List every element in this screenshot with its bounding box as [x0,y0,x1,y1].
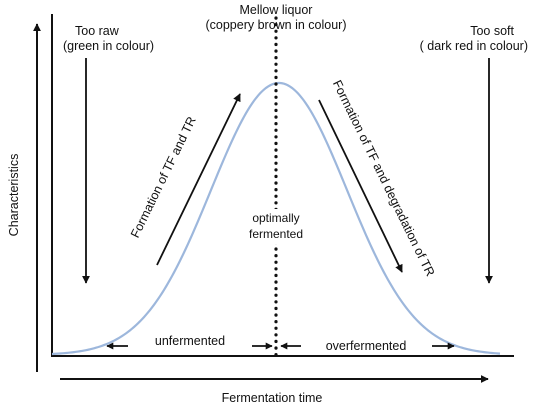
too-soft-label: Too soft [470,24,514,38]
rising-arrow [156,93,241,266]
rising-label: Formation of TF and TR [128,114,199,240]
optimally-label: optimally [252,211,299,225]
too-soft-colour-label: ( dark red in colour) [420,39,528,53]
too-raw-label: Too raw [75,24,120,38]
y-axis-title: Characteristics [7,154,21,237]
overfermented-label: overfermented [326,339,407,353]
falling-arrow [318,99,403,273]
unfermented-label: unfermented [155,334,225,348]
x-axis-title: Fermentation time [222,391,323,405]
too-raw-colour-label: (green in colour) [63,39,154,53]
mellow-liquor-label: Mellow liquor [240,3,313,17]
falling-label: Formation of TF and degradation of TR [330,78,437,279]
fermented-label: fermented [249,227,303,241]
optimal-label-backing [243,209,309,244]
mellow-liquor-colour-label: (coppery brown in colour) [205,18,346,32]
